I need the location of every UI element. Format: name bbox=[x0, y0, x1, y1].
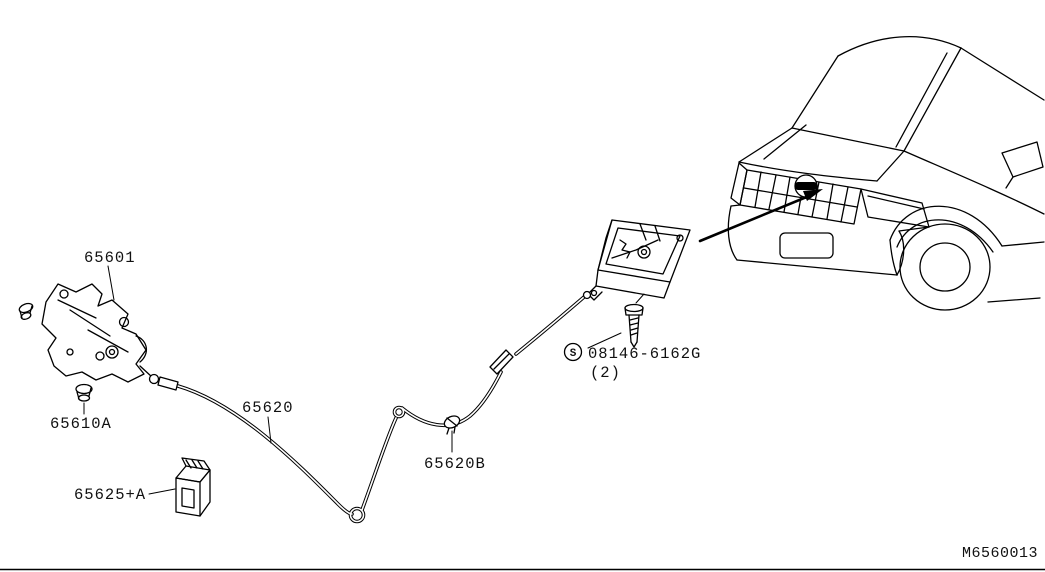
label-bolt-quantity: (2) bbox=[590, 364, 621, 382]
leader-lines bbox=[84, 266, 621, 494]
bolt-drawing bbox=[625, 294, 644, 347]
bolt-standard-symbol: S bbox=[570, 348, 577, 360]
grommet-drawing bbox=[76, 385, 92, 402]
lock-bracket-drawing bbox=[588, 220, 690, 300]
label-bolt-part-number: 08146-6162G bbox=[588, 345, 701, 363]
cable-clip-drawing bbox=[442, 414, 461, 434]
label-control-cable: 65620 bbox=[242, 399, 294, 417]
label-grommet: 65610A bbox=[50, 415, 112, 433]
part-labels: 65601 65610A 65620 65620B 65625+A S 0814… bbox=[50, 249, 1038, 562]
location-arrow bbox=[700, 189, 823, 241]
label-cable-clip: 65620B bbox=[424, 455, 486, 473]
label-cable-clamp: 65625+A bbox=[74, 486, 146, 504]
hood-lock-assembly-drawing bbox=[42, 284, 152, 382]
control-cable-drawing bbox=[150, 292, 591, 522]
cable-clamp-drawing bbox=[176, 458, 210, 516]
brand-emblem-icon bbox=[795, 175, 817, 197]
vehicle-drawing bbox=[728, 37, 1044, 310]
small-fastener-drawing bbox=[18, 302, 34, 321]
label-hood-lock-assembly: 65601 bbox=[84, 249, 136, 267]
bolt-symbol-circle bbox=[565, 344, 582, 361]
diagram-code: M6560013 bbox=[962, 545, 1038, 562]
